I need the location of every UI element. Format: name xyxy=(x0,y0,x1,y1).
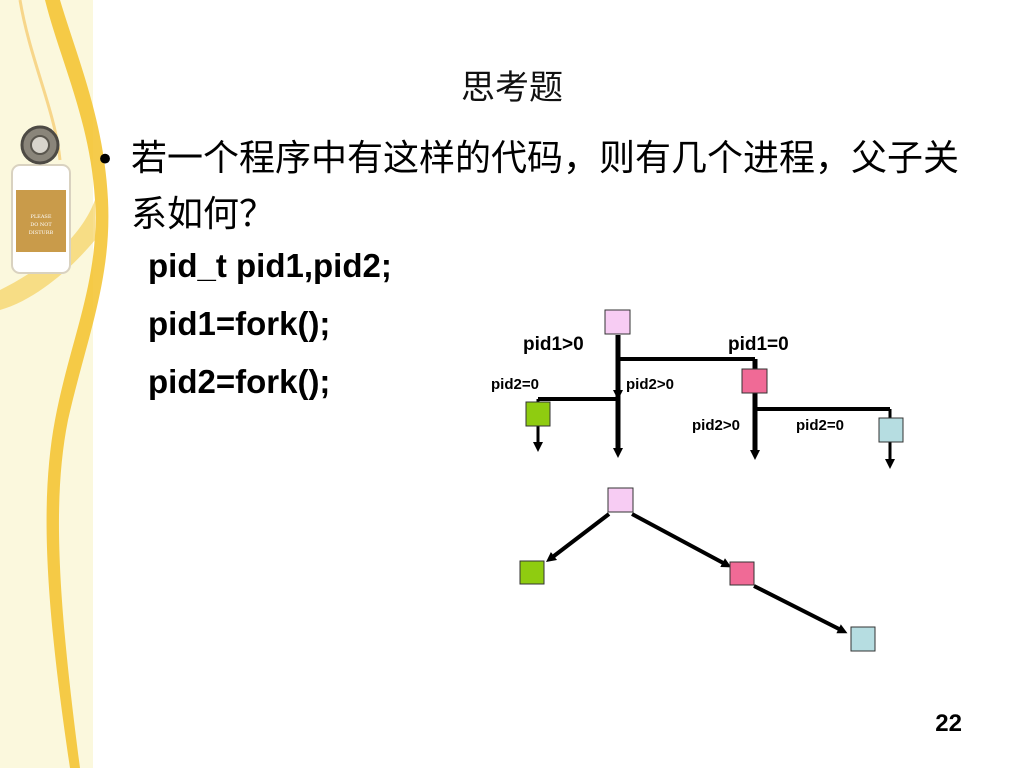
page-number: 22 xyxy=(935,710,962,737)
fork-timeline-diagram xyxy=(533,335,895,469)
tree-node-pink xyxy=(729,561,755,586)
process-node-child2-top xyxy=(525,401,551,427)
door-hanger-icon: PLEASE DO NOT DISTURB xyxy=(11,125,71,274)
code-line-fork2: pid2=fork(); xyxy=(148,363,331,400)
process-node-child1-top xyxy=(741,368,768,394)
slide-title: 思考题 xyxy=(461,68,563,108)
svg-text:PLEASE: PLEASE xyxy=(30,214,51,220)
label-pid2-gt0-left: pid2>0 xyxy=(626,376,674,393)
label-pid2-gt0-right: pid2>0 xyxy=(692,417,740,434)
process-node-parent-top xyxy=(604,309,631,335)
tree-edge-parent-pink xyxy=(631,512,732,568)
process-node-child3-top xyxy=(878,417,904,443)
tree-process-nodes xyxy=(519,487,876,652)
label-pid1-eq0: pid1=0 xyxy=(728,334,789,355)
question-text: 若一个程序中有这样的代码，则有几个进程，父子关系如何？ xyxy=(131,138,960,235)
code-line-declaration: pid_t pid1,pid2; xyxy=(148,247,392,284)
timeline-labels: pid1>0 pid1=0 pid2=0 pid2>0 pid2>0 pid2=… xyxy=(491,334,844,434)
label-pid1-gt0: pid1>0 xyxy=(523,334,584,355)
label-pid2-eq0-left: pid2=0 xyxy=(491,376,539,393)
tree-node-cyan xyxy=(850,626,876,652)
tree-edge-pink-cyan xyxy=(753,584,848,634)
tree-node-green xyxy=(519,560,545,585)
svg-text:DISTURB: DISTURB xyxy=(29,230,54,236)
timeline-process-nodes xyxy=(525,309,904,443)
process-tree-diagram xyxy=(546,512,848,634)
label-pid2-eq0-right: pid2=0 xyxy=(796,417,844,434)
svg-text:DO NOT: DO NOT xyxy=(30,222,52,228)
tree-node-parent xyxy=(607,487,634,513)
decorative-swoosh xyxy=(0,0,109,768)
bullet-marker: • xyxy=(95,140,116,180)
code-line-fork1: pid1=fork(); xyxy=(148,305,331,342)
tree-edge-parent-green xyxy=(546,512,611,563)
